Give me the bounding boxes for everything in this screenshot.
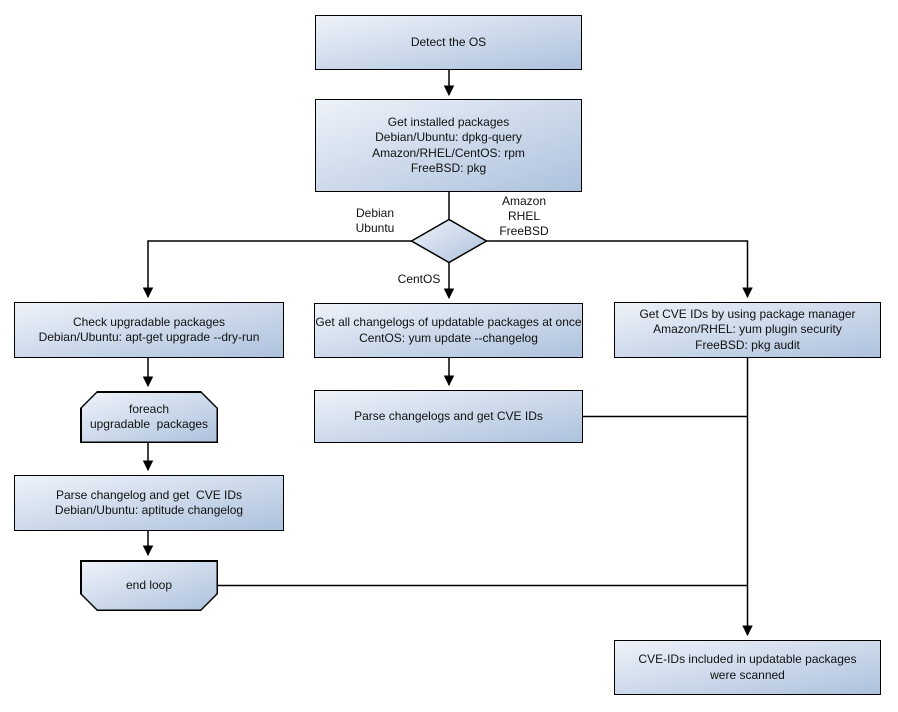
edge-label-line: RHEL: [507, 209, 540, 223]
node-text-line: Check upgradable packages: [72, 314, 226, 329]
edge-label-line: Ubuntu: [355, 221, 395, 235]
node-cve-ids-scanned: CVE-IDs included in updatable packages w…: [614, 640, 881, 695]
node-text-line: Debian/Ubuntu: dpkg-query: [375, 130, 522, 144]
node-text-line: end loop: [125, 577, 173, 592]
node-end-loop: end loop: [80, 560, 218, 611]
node-text-line: Detect the OS: [410, 34, 487, 49]
node-text-line: were scanned: [710, 667, 785, 682]
node-text-line: CentOS: yum update --changelog: [359, 330, 538, 345]
node-get-cve-ids-pkg-manager: Get CVE IDs by using package manager Ama…: [614, 302, 881, 358]
node-text-line: CVE-IDs included in updatable packages: [638, 652, 857, 666]
edge-label-line: FreeBSD: [499, 224, 549, 238]
edge-label-line: Amazon: [501, 194, 547, 208]
node-text-line: Get CVE IDs by using package manager: [639, 306, 856, 321]
edge-label-amazon-rhel-freebsd: Amazon RHEL FreeBSD: [493, 194, 555, 239]
node-text-line: Amazon/RHEL/CentOS: rpm: [372, 145, 525, 160]
edge-label-centos: CentOS: [394, 272, 444, 287]
node-text-line: Debian/Ubuntu: aptitude changelog: [54, 503, 244, 517]
node-text-line: Get installed packages: [387, 114, 510, 129]
edge-decision-to-check-upgradable: [142, 240, 412, 299]
node-get-installed-packages: Get installed packages Debian/Ubuntu: dp…: [315, 99, 582, 192]
node-check-upgradable-packages: Check upgradable packages Debian/Ubuntu:…: [14, 302, 284, 358]
edge-label-line: Debian: [355, 206, 395, 220]
edge-decision-to-get-cve: [486, 240, 753, 299]
node-get-all-changelogs: Get all changelogs of updatable packages…: [314, 303, 583, 358]
node-parse-changelogs-centos: Parse changelogs and get CVE IDs: [314, 390, 583, 443]
os-decision-diamond: [409, 218, 489, 264]
node-foreach-upgradable-packages: foreach upgradable packages: [80, 391, 218, 443]
loop-end-shape: end loop: [82, 562, 217, 610]
node-text-line: foreach: [128, 401, 170, 416]
node-text-line: Get all changelogs of updatable packages…: [315, 315, 582, 329]
edge-label-debian-ubuntu: Debian Ubuntu: [345, 206, 405, 236]
loop-start-shape: foreach upgradable packages: [82, 393, 217, 442]
edge-label-line: CentOS: [397, 272, 441, 286]
node-text-line: FreeBSD: pkg audit: [695, 337, 800, 352]
node-text-line: FreeBSD: pkg: [410, 161, 487, 175]
node-text-line: upgradable packages: [89, 417, 209, 431]
node-parse-changelog-debian: Parse changelog and get CVE IDs Debian/U…: [14, 475, 284, 531]
node-detect-os: Detect the OS: [315, 15, 582, 70]
node-text-line: Parse changelogs and get CVE IDs: [354, 408, 543, 423]
node-text-line: Amazon/RHEL: yum plugin security: [653, 322, 842, 337]
node-text-line: Debian/Ubuntu: apt-get upgrade --dry-run: [38, 330, 260, 344]
node-text-line: Parse changelog and get CVE IDs: [55, 487, 243, 502]
